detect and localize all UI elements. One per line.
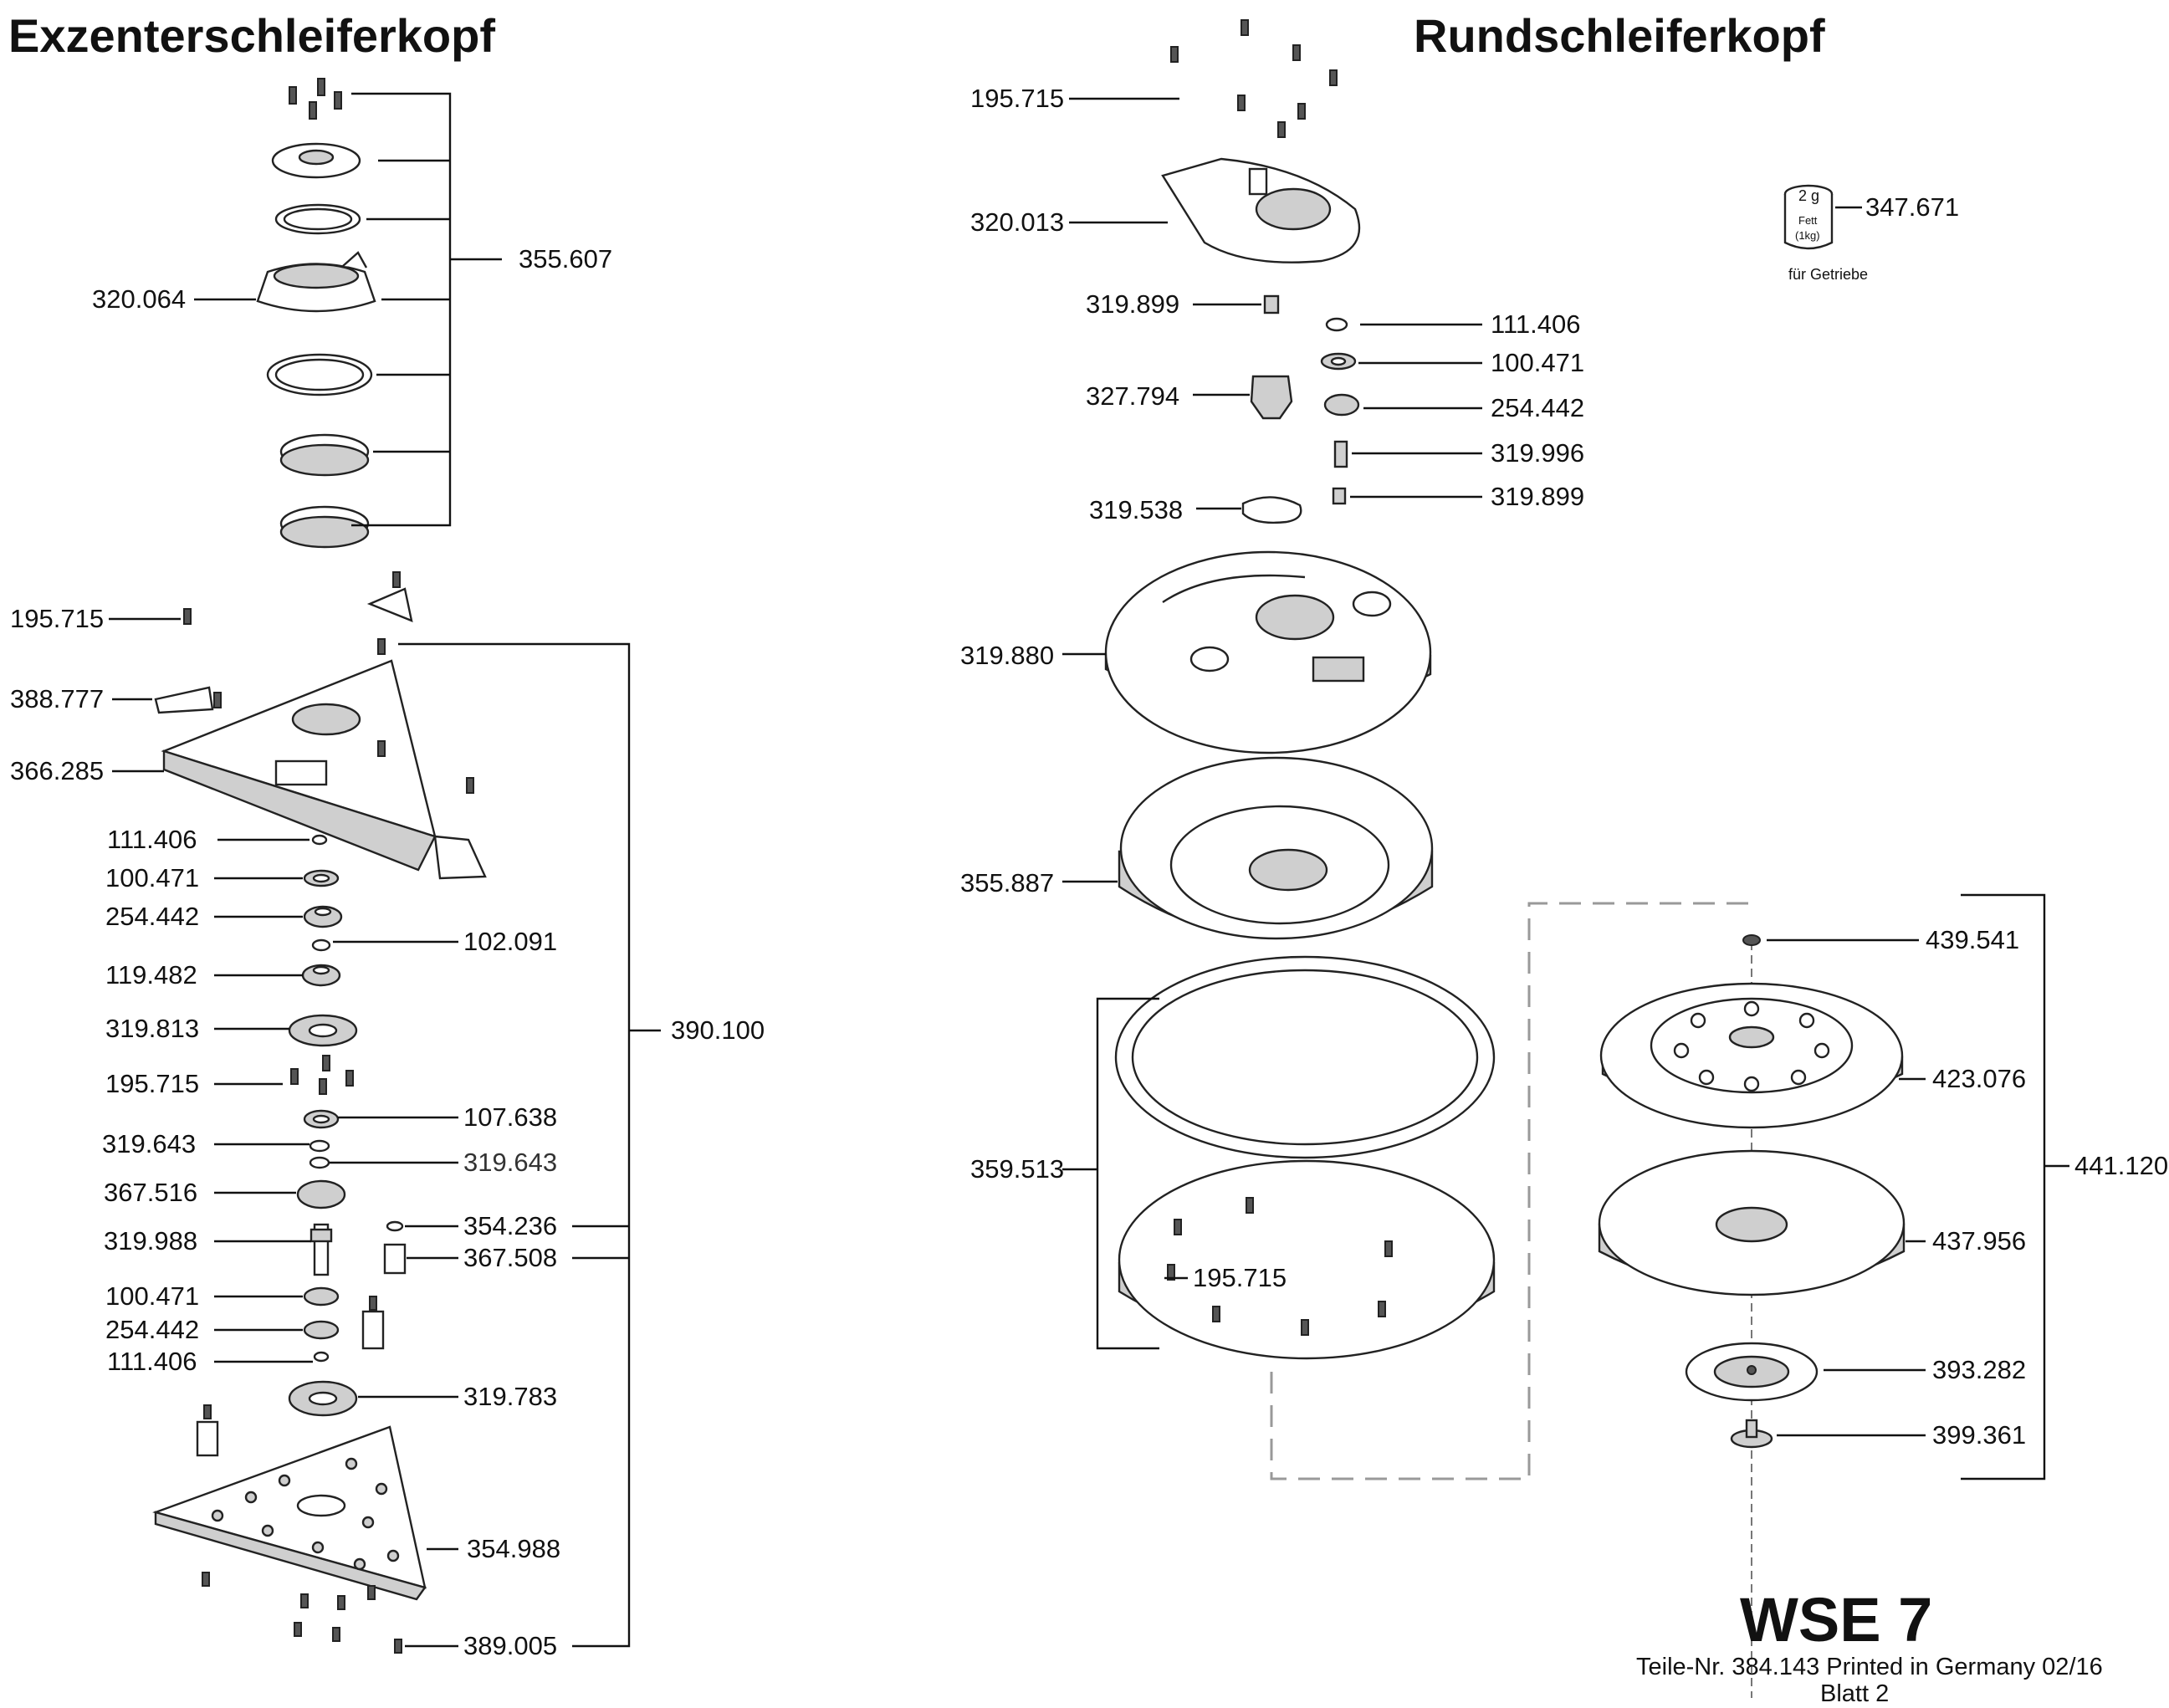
label-195-715-b: 195.715 [105,1069,199,1098]
bracket-355-607: 355.607 [351,92,612,527]
grease-amount: 2 g [1798,187,1819,204]
label-r-359-513: 359.513 [970,1154,1064,1184]
grease-note: für Getriebe [1788,266,1868,283]
screws-top-left [289,78,342,120]
ring-set-359-513 [1114,955,1496,1360]
label-r-393-282: 393.282 [1932,1355,2026,1384]
label-r-254-442: 254.442 [1491,393,1584,422]
label-r-319-538: 319.538 [1089,495,1183,524]
model-name: WSE 7 [1740,1585,1932,1654]
label-254-442-b: 254.442 [105,1315,199,1344]
label-354-988: 354.988 [467,1534,560,1563]
label-319-643-a: 319.643 [102,1129,196,1158]
grease-name: Fett [1798,214,1818,227]
label-111-406-a: 111.406 [107,825,197,854]
label-100-471-b: 100.471 [105,1281,199,1311]
label-r-347-671: 347.671 [1865,192,1959,222]
label-367-508: 367.508 [463,1243,557,1272]
label-354-236: 354.236 [463,1211,557,1240]
sheet-number: Blatt 2 [1820,1680,1889,1707]
label-r-320-013: 320.013 [970,207,1064,237]
label-390-100: 390.100 [671,1015,765,1045]
label-100-471-a: 100.471 [105,863,199,892]
plate-320-013 [1161,157,1361,263]
ring-355-887 [1118,756,1434,940]
label-r-100-471: 100.471 [1491,348,1584,377]
label-r-111-406: 111.406 [1491,309,1580,339]
label-r-439-541: 439.541 [1926,925,2019,954]
label-r-437-956: 437.956 [1932,1226,2026,1255]
label-319-988: 319.988 [104,1226,197,1255]
label-319-643-b: 319.643 [463,1148,557,1177]
backing-pad-423-076 [1599,982,1904,1129]
right-small-parts-top [1241,294,1360,524]
label-195-715-a: 195.715 [10,604,104,633]
right-title: Rundschleiferkopf [1414,9,1825,62]
label-r-319-880: 319.880 [960,641,1054,670]
triangular-sanding-pad [152,1404,427,1654]
grease-can: 2 g Fett (1kg) für Getriebe [1783,184,1868,283]
label-r-441-120: 441.120 [2074,1151,2168,1180]
label-319-783: 319.783 [463,1382,557,1411]
label-102-091: 102.091 [463,927,557,956]
label-388-777: 388.777 [10,684,104,713]
label-r-319-996: 319.996 [1491,438,1584,468]
label-254-442-a: 254.442 [105,902,199,931]
left-title: Exzenterschleiferkopf [8,9,495,62]
label-r-319-899-a: 319.899 [1086,289,1179,319]
label-107-638: 107.638 [463,1102,557,1132]
label-r-195-715-b: 195.715 [1193,1263,1287,1292]
left-upper-stack [256,78,376,549]
grease-size: (1kg) [1795,229,1820,242]
left-small-parts [288,834,407,1417]
label-320-064: 320.064 [92,284,186,314]
label-389-005: 389.005 [463,1631,557,1660]
triangular-housing [154,571,487,880]
label-r-319-899-b: 319.899 [1491,482,1584,511]
washer-439-541 [1742,934,1761,946]
bracket-390-100: 390.100 [398,642,765,1648]
label-r-355-887: 355.887 [960,868,1054,897]
label-355-607: 355.607 [519,244,612,274]
right-top-screws [1170,19,1338,138]
label-367-516: 367.516 [104,1178,197,1207]
label-r-327-794: 327.794 [1086,381,1179,411]
label-r-195-715-a: 195.715 [970,84,1064,113]
label-119-482: 119.482 [105,960,197,990]
label-319-813: 319.813 [105,1014,199,1043]
housing-319-880 [1104,550,1432,754]
disc-393-282 [1685,1342,1819,1402]
label-366-285: 366.285 [10,756,104,785]
label-r-399-361: 399.361 [1932,1420,2026,1450]
part-number-line: Teile-Nr. 384.143 Printed in Germany 02/… [1636,1654,2103,1680]
label-111-406-b: 111.406 [107,1347,197,1376]
interface-pad-437-956 [1598,1149,1906,1296]
label-r-423-076: 423.076 [1932,1064,2026,1093]
screw-399-361 [1730,1419,1773,1449]
